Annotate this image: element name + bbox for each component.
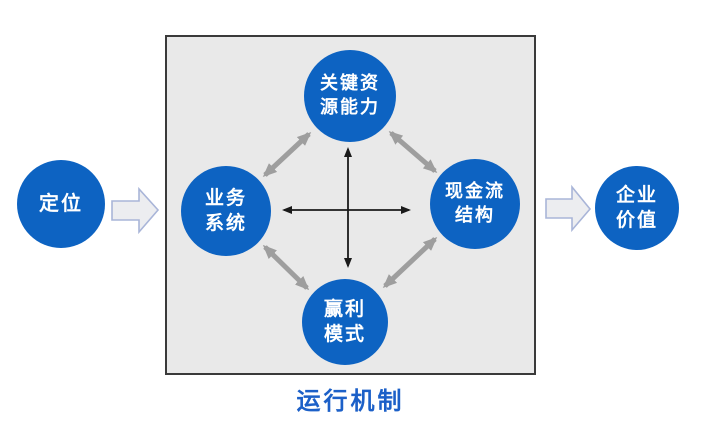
mechanism-caption: 运行机制 bbox=[296, 388, 405, 415]
node-enterprise-value-label-line2: 价值 bbox=[615, 210, 658, 231]
node-enterprise-value-label-line1: 企业 bbox=[615, 184, 658, 206]
node-positioning-label: 定位 bbox=[39, 192, 83, 215]
node-business-system-label-line1: 业务 bbox=[204, 187, 247, 209]
node-cashflow-structure: 现金流 结构 bbox=[430, 159, 520, 249]
node-positioning: 定位 bbox=[17, 160, 105, 248]
node-cashflow-label-line2: 结构 bbox=[455, 205, 495, 225]
node-enterprise-value: 企业 价值 bbox=[595, 166, 679, 250]
node-key-resources-label-line2: 源能力 bbox=[320, 97, 380, 117]
flow-arrow-left-icon bbox=[111, 186, 160, 235]
node-profit-model: 赢利 模式 bbox=[302, 279, 388, 365]
node-business-system: 业务 系统 bbox=[181, 166, 271, 256]
node-cashflow-label-line1: 现金流 bbox=[445, 181, 505, 202]
node-profit-model-label-line1: 赢利 bbox=[323, 298, 366, 320]
node-key-resources-label-line1: 关键资 bbox=[320, 73, 380, 94]
flow-arrow-right-icon bbox=[545, 184, 592, 233]
node-profit-model-label-line2: 模式 bbox=[323, 324, 366, 345]
node-business-system-label-line2: 系统 bbox=[204, 213, 247, 234]
node-key-resources: 关键资 源能力 bbox=[304, 50, 396, 142]
